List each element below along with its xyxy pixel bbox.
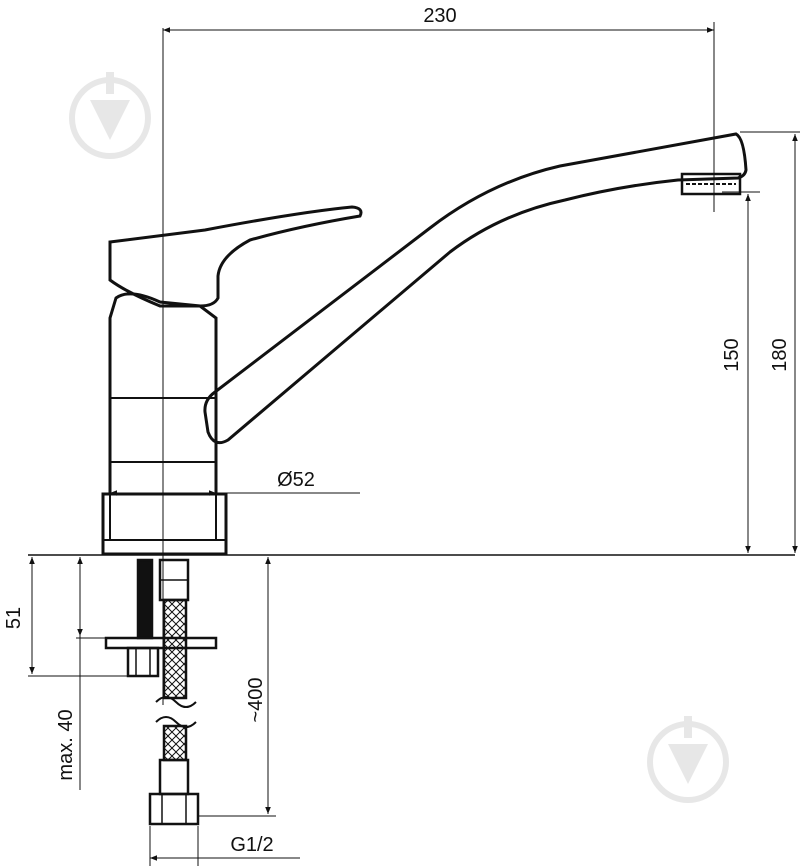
flexible-hose (148, 558, 200, 826)
dim-hose-length: ~400 (198, 557, 276, 817)
dim-under-sink-label: 51 (3, 607, 25, 629)
lever-handle (108, 205, 363, 308)
dim-max-thickness-label: max. 40 (55, 709, 77, 780)
dim-hose-length-label: ~400 (245, 677, 267, 722)
mounting-hardware (104, 558, 218, 678)
dim-thread: G1/2 (149, 826, 300, 866)
watermark-icon-bottom (647, 716, 729, 803)
spout (203, 132, 748, 445)
dim-max-thickness: max. 40 (55, 557, 106, 790)
dim-width-top-label: 230 (423, 5, 456, 27)
dim-heights: 150 180 (721, 131, 800, 553)
dim-diameter: Ø52 (110, 469, 360, 496)
dim-thread-label: G1/2 (230, 834, 273, 856)
dim-height-total-label: 180 (769, 338, 791, 371)
watermark-icon-top (69, 72, 151, 159)
dim-diameter-label: Ø52 (277, 469, 315, 491)
dim-width-top: 230 (163, 5, 715, 212)
dim-height-spout-label: 150 (721, 338, 743, 371)
dim-under-sink: 51 (3, 557, 128, 677)
